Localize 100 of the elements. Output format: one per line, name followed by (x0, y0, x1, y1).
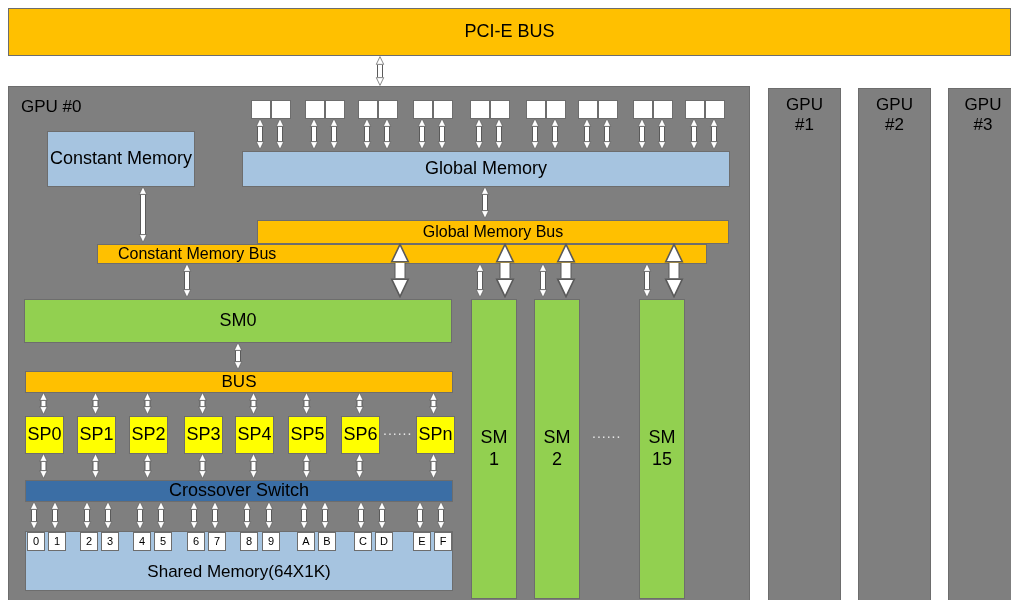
memory-bank-cell: 6 (187, 532, 205, 551)
bus-bar: Constant Memory Bus (97, 244, 707, 264)
arrow (210, 501, 220, 530)
memory-bank-cell: 2 (80, 532, 98, 551)
arrow (550, 118, 560, 150)
arrow (50, 501, 60, 530)
memory-cell (305, 100, 325, 119)
memory-cell (705, 100, 725, 119)
multiprocessor-column: SM 1 (471, 299, 517, 599)
arrow (709, 118, 719, 150)
arrow (664, 243, 684, 298)
memory-bar: Global Memory (242, 151, 730, 187)
ellipsis-text: ...... (592, 425, 622, 441)
arrow (299, 501, 309, 530)
memory-cell (633, 100, 653, 119)
arrow (29, 501, 39, 530)
arrow (143, 453, 152, 479)
arrow (143, 392, 152, 415)
arrow (103, 501, 113, 530)
arrow (198, 392, 207, 415)
memory-cell (378, 100, 398, 119)
arrow (362, 118, 372, 150)
memory-bank-cell: 4 (133, 532, 151, 551)
arrow (39, 392, 48, 415)
arrow (429, 392, 438, 415)
arrow (182, 263, 192, 298)
memory-cell (413, 100, 433, 119)
memory-bar (25, 531, 453, 591)
gpu-panel: GPU #1 (768, 88, 841, 600)
arrow (530, 118, 540, 150)
arrow (436, 501, 446, 530)
arrow (637, 118, 647, 150)
bus-bar: PCI-E BUS (8, 8, 1011, 56)
arrow (156, 501, 166, 530)
arrow (429, 453, 438, 479)
memory-bank-cell: B (318, 532, 336, 551)
arrow (657, 118, 667, 150)
arrow (320, 501, 330, 530)
arrow (329, 118, 339, 150)
memory-cell (578, 100, 598, 119)
multiprocessor-column: SM 15 (639, 299, 685, 599)
arrow (494, 118, 504, 150)
arrow (39, 453, 48, 479)
arrow (82, 501, 92, 530)
arrow (275, 118, 285, 150)
arrow (91, 453, 100, 479)
arrow (437, 118, 447, 150)
memory-cell (490, 100, 510, 119)
arrow (91, 392, 100, 415)
arrow (390, 243, 410, 298)
switch-bar: Crossover Switch (25, 480, 453, 502)
multiprocessor-column: SM 2 (534, 299, 580, 599)
memory-cell (433, 100, 453, 119)
memory-bank-cell: C (354, 532, 372, 551)
arrow (375, 56, 385, 86)
arrow (382, 118, 392, 150)
bus-bar: Global Memory Bus (257, 220, 729, 244)
memory-box: Constant Memory (47, 131, 195, 187)
memory-bank-cell: A (297, 532, 315, 551)
arrow (189, 501, 199, 530)
arrow (356, 501, 366, 530)
memory-cell (546, 100, 566, 119)
memory-cell (598, 100, 618, 119)
gpu-panel: GPU #3 (948, 88, 1011, 600)
arrow (689, 118, 699, 150)
memory-cell (271, 100, 291, 119)
arrow (198, 453, 207, 479)
arrow (249, 392, 258, 415)
arrow (475, 263, 485, 298)
arrow (138, 186, 148, 243)
bus-bar: BUS (25, 371, 453, 393)
arrow (417, 118, 427, 150)
arrow (249, 453, 258, 479)
ellipsis-text: ...... (383, 422, 413, 438)
arrow (538, 263, 548, 298)
memory-bank-cell: 3 (101, 532, 119, 551)
processor-box: SPn (416, 416, 455, 454)
memory-label: Shared Memory(64X1K) (146, 561, 332, 582)
memory-cell (251, 100, 271, 119)
memory-bank-cell: E (413, 532, 431, 551)
arrow (480, 186, 490, 219)
processor-box: SP6 (341, 416, 380, 454)
memory-bank-cell: 9 (262, 532, 280, 551)
memory-cell (685, 100, 705, 119)
arrow (233, 342, 243, 370)
processor-box: SP3 (184, 416, 223, 454)
processor-box: SP4 (235, 416, 274, 454)
arrow (642, 263, 652, 298)
memory-cell (526, 100, 546, 119)
arrow (495, 243, 515, 298)
arrow (242, 501, 252, 530)
arrow (309, 118, 319, 150)
arrow (602, 118, 612, 150)
arrow (302, 392, 311, 415)
memory-bank-cell: 5 (154, 532, 172, 551)
processor-box: SP1 (77, 416, 116, 454)
arrow (556, 243, 576, 298)
processor-box: SP0 (25, 416, 64, 454)
memory-bank-cell: 0 (27, 532, 45, 551)
memory-bank-cell: 8 (240, 532, 258, 551)
